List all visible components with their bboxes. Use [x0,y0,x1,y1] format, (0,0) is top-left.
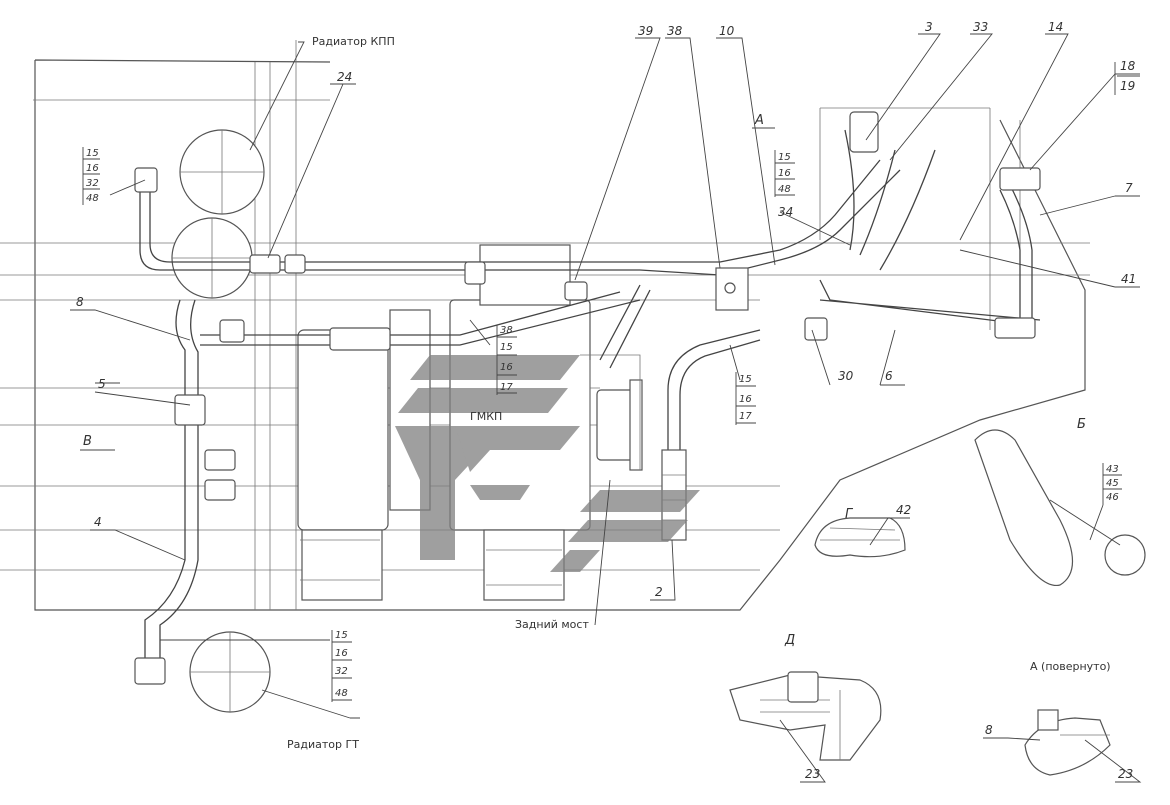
stack-mid-b: 38 15 16 17 [496,325,517,395]
stack-right-e: 43 45 46 [1089,463,1122,541]
component-labels: Радиатор КПП Радиатор ГТ ГМКП Задний мос… [287,35,589,751]
view-labels: А В Г Д Б А (повернуто) [80,113,1111,673]
svg-text:43: 43 [1106,464,1119,475]
view-e: Б [1077,417,1086,432]
leader-lines [70,33,1142,783]
callout-39: 39 [638,24,653,38]
label-radiator-gt: Радиатор ГТ [287,738,359,751]
svg-text:15: 15 [500,342,513,353]
callout-8-a: 8 [985,723,993,737]
svg-text:45: 45 [1106,478,1119,489]
detail-d [729,671,882,761]
callout-2: 2 [655,585,663,599]
label-rear-axle: Задний мост [515,618,589,631]
callout-42: 42 [896,503,911,517]
vehicle-frame-outline [0,40,1090,611]
svg-text:15: 15 [778,152,791,163]
svg-text:48: 48 [335,688,348,699]
stack-mid-c: 15 16 17 [735,372,756,425]
svg-text:16: 16 [86,163,99,174]
radiator-gt [189,631,271,713]
callout-5: 5 [98,377,106,391]
fittings [134,111,1041,685]
svg-text:17: 17 [739,411,752,422]
callout-10: 10 [719,24,735,38]
callout-6: 6 [885,369,893,383]
svg-text:15: 15 [86,148,99,159]
callout-41: 41 [1121,272,1136,286]
callout-14: 14 [1048,20,1063,34]
svg-text:32: 32 [86,178,99,189]
stack-left-top: 15 16 32 48 [82,147,100,205]
callout-34: 34 [778,205,793,219]
stack-mid-a: 15 16 48 [774,150,795,197]
svg-text:48: 48 [86,193,99,204]
view-b: В [83,434,92,449]
callout-19: 19 [1120,79,1135,93]
callout-18: 18 [1120,59,1136,73]
svg-text:48: 48 [778,184,791,195]
watermark-logo [395,355,700,572]
callout-23-a: 23 [1118,767,1133,781]
svg-text:17: 17 [500,382,513,393]
detail-e [974,429,1146,587]
svg-text:46: 46 [1106,492,1119,503]
detail-g [814,517,906,558]
callout-4: 4 [94,515,102,529]
callout-7: 7 [1125,181,1133,195]
view-g: Г [845,507,854,522]
label-radiator-kpp: Радиатор КПП [312,35,395,48]
callout-8: 8 [76,295,84,309]
callout-38: 38 [667,24,683,38]
callout-23-d: 23 [805,767,820,781]
callout-33: 33 [973,20,988,34]
svg-text:15: 15 [739,374,752,385]
callout-numbers: 39 38 10 3 33 14 18 19 24 7 41 34 30 6 8… [76,20,1140,781]
detail-a-rotated [1024,709,1111,776]
svg-text:38: 38 [500,325,513,336]
svg-text:16: 16 [500,362,513,373]
svg-text:32: 32 [335,666,348,677]
stack-bottom: 15 16 32 48 [331,630,352,702]
svg-text:15: 15 [335,630,348,641]
callout-3: 3 [925,20,933,34]
rear-axle-unit [580,354,643,500]
view-a: А [754,113,764,128]
svg-text:16: 16 [335,648,348,659]
svg-text:16: 16 [739,394,752,405]
callout-30: 30 [838,369,854,383]
radiator-kpp [171,129,265,299]
view-d: Д [784,633,795,648]
callout-24: 24 [337,70,352,84]
label-gmkp: ГМКП [470,410,502,423]
view-a-rotated: А (повернуто) [1030,660,1111,673]
svg-text:16: 16 [778,168,791,179]
